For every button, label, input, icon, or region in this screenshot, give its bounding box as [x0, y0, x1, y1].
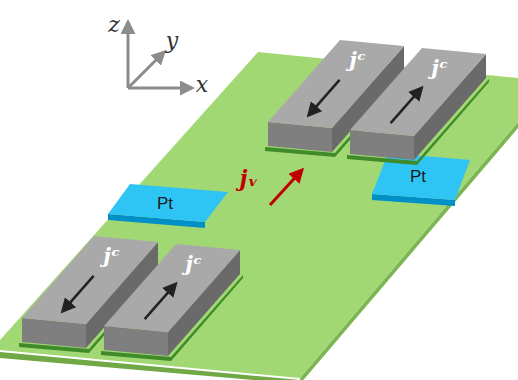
- spin-current-label: jᵥ: [240, 165, 259, 191]
- current-label: jᶜ: [349, 47, 366, 72]
- axis-label: z: [108, 12, 120, 37]
- electrode-bar: jᶜ: [103, 243, 120, 268]
- current-arrow: [145, 284, 176, 319]
- spin-current-arrow: [270, 170, 302, 205]
- pt-pad: [108, 184, 228, 222]
- current-arrow: [391, 88, 422, 123]
- z-axis: [127, 22, 130, 88]
- electrode-bar: jᶜ: [431, 55, 448, 80]
- material-label: Pt: [157, 194, 173, 213]
- current-arrow: [309, 80, 340, 115]
- bar-top-face: [104, 244, 240, 332]
- current-label: jᶜ: [185, 251, 202, 276]
- current-label: jᶜ: [431, 55, 448, 80]
- pt-contact: Pt: [410, 167, 426, 187]
- axis-label: y: [166, 28, 178, 53]
- electrode-bar: jᶜ: [185, 251, 202, 276]
- material-label: Pt: [410, 167, 426, 186]
- axis-label: x: [196, 72, 208, 97]
- pt-contact: Pt: [157, 194, 173, 214]
- x-axis: [128, 87, 192, 90]
- current-arrow: [63, 276, 94, 311]
- bar-top-face: [350, 48, 486, 136]
- current-label: jᶜ: [103, 243, 120, 268]
- y-axis: [128, 52, 164, 88]
- electrode-bar: jᶜ: [349, 47, 366, 72]
